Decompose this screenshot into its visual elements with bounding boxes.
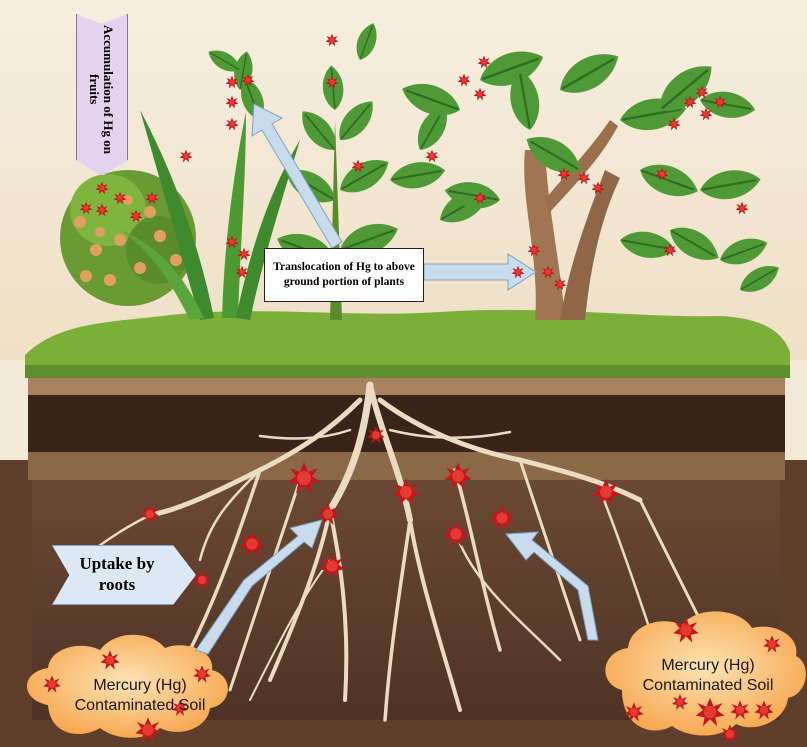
translocation-label: Translocation of Hg to above ground port… (264, 248, 424, 302)
uptake-label: Uptake by roots (62, 548, 172, 600)
accumulation-label: Accumulation of Hg on fruits (76, 14, 126, 164)
contaminated-soil-label-right: Mercury (Hg) Contaminated Soil (628, 656, 788, 696)
contaminated-soil-label-left: Mercury (Hg) Contaminated Soil (60, 676, 220, 716)
